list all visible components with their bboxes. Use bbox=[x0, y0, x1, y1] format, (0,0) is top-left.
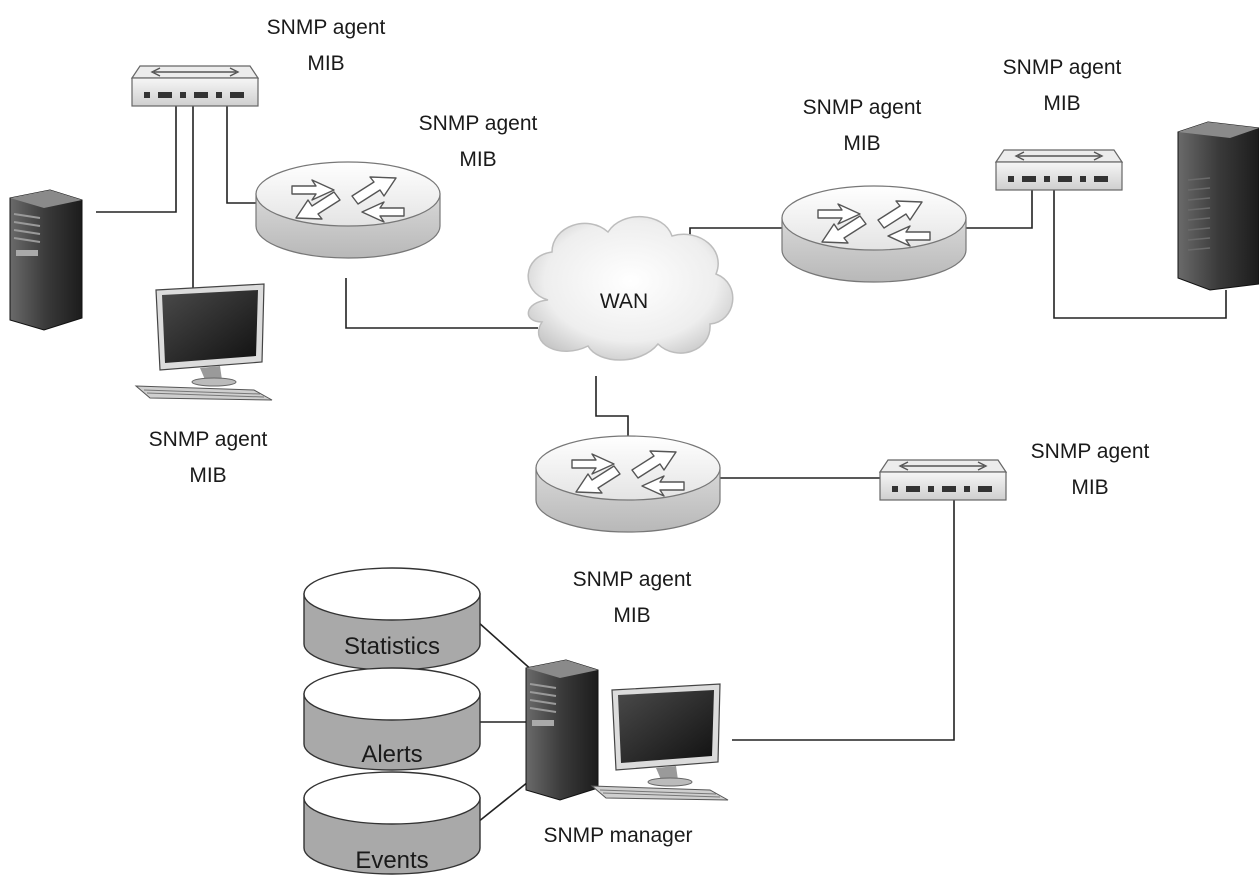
label-agent-router-left-line2: MIB bbox=[459, 148, 496, 171]
label-statistics: Statistics bbox=[344, 633, 440, 660]
router-right bbox=[781, 185, 967, 283]
server-tower-right bbox=[1177, 121, 1259, 291]
label-agent-router-right-line2: MIB bbox=[843, 132, 880, 155]
label-agent-switch-bottom-line2: MIB bbox=[1071, 476, 1108, 499]
link-switch-to-tower-left bbox=[96, 106, 177, 213]
link-router-right-to-switch bbox=[966, 190, 1033, 229]
label-snmp-manager: SNMP manager bbox=[543, 824, 692, 847]
link-switch-to-router-left bbox=[226, 106, 258, 204]
tower-computer-manager bbox=[525, 659, 599, 801]
label-agent-topleft-line2: MIB bbox=[307, 52, 344, 75]
router-bottom bbox=[535, 435, 721, 533]
switch-bottom-right bbox=[879, 459, 1007, 501]
label-agent-topleft-line1: SNMP agent bbox=[267, 16, 386, 39]
switch-top-left bbox=[131, 65, 259, 107]
workstation-manager bbox=[591, 683, 729, 801]
label-agent-router-right-line1: SNMP agent bbox=[803, 96, 922, 119]
link-switch-to-manager bbox=[732, 500, 955, 741]
wan-cloud bbox=[527, 216, 734, 361]
link-statistics-to-manager bbox=[477, 621, 535, 673]
link-wan-to-router-bottom bbox=[595, 376, 629, 436]
label-agent-router-left-line1: SNMP agent bbox=[419, 112, 538, 135]
label-alerts: Alerts bbox=[361, 741, 422, 768]
link-switch-right-to-server bbox=[1053, 190, 1227, 319]
label-events: Events bbox=[355, 847, 428, 874]
label-agent-router-bottom-line1: SNMP agent bbox=[573, 568, 692, 591]
label-agent-workstation-left-line1: SNMP agent bbox=[149, 428, 268, 451]
network-links bbox=[96, 106, 1227, 823]
router-left bbox=[255, 161, 441, 259]
label-agent-switch-bottom-line1: SNMP agent bbox=[1031, 440, 1150, 463]
label-agent-workstation-left-line2: MIB bbox=[189, 464, 226, 487]
tower-computer-left bbox=[9, 189, 83, 331]
label-agent-switch-right-line1: SNMP agent bbox=[1003, 56, 1122, 79]
label-wan: WAN bbox=[600, 290, 648, 313]
link-events-to-manager bbox=[477, 781, 529, 823]
label-agent-switch-right-line2: MIB bbox=[1043, 92, 1080, 115]
switch-right bbox=[995, 149, 1123, 191]
label-agent-router-bottom-line2: MIB bbox=[613, 604, 650, 627]
link-router-left-to-wan bbox=[345, 278, 538, 329]
workstation-left bbox=[135, 283, 273, 401]
